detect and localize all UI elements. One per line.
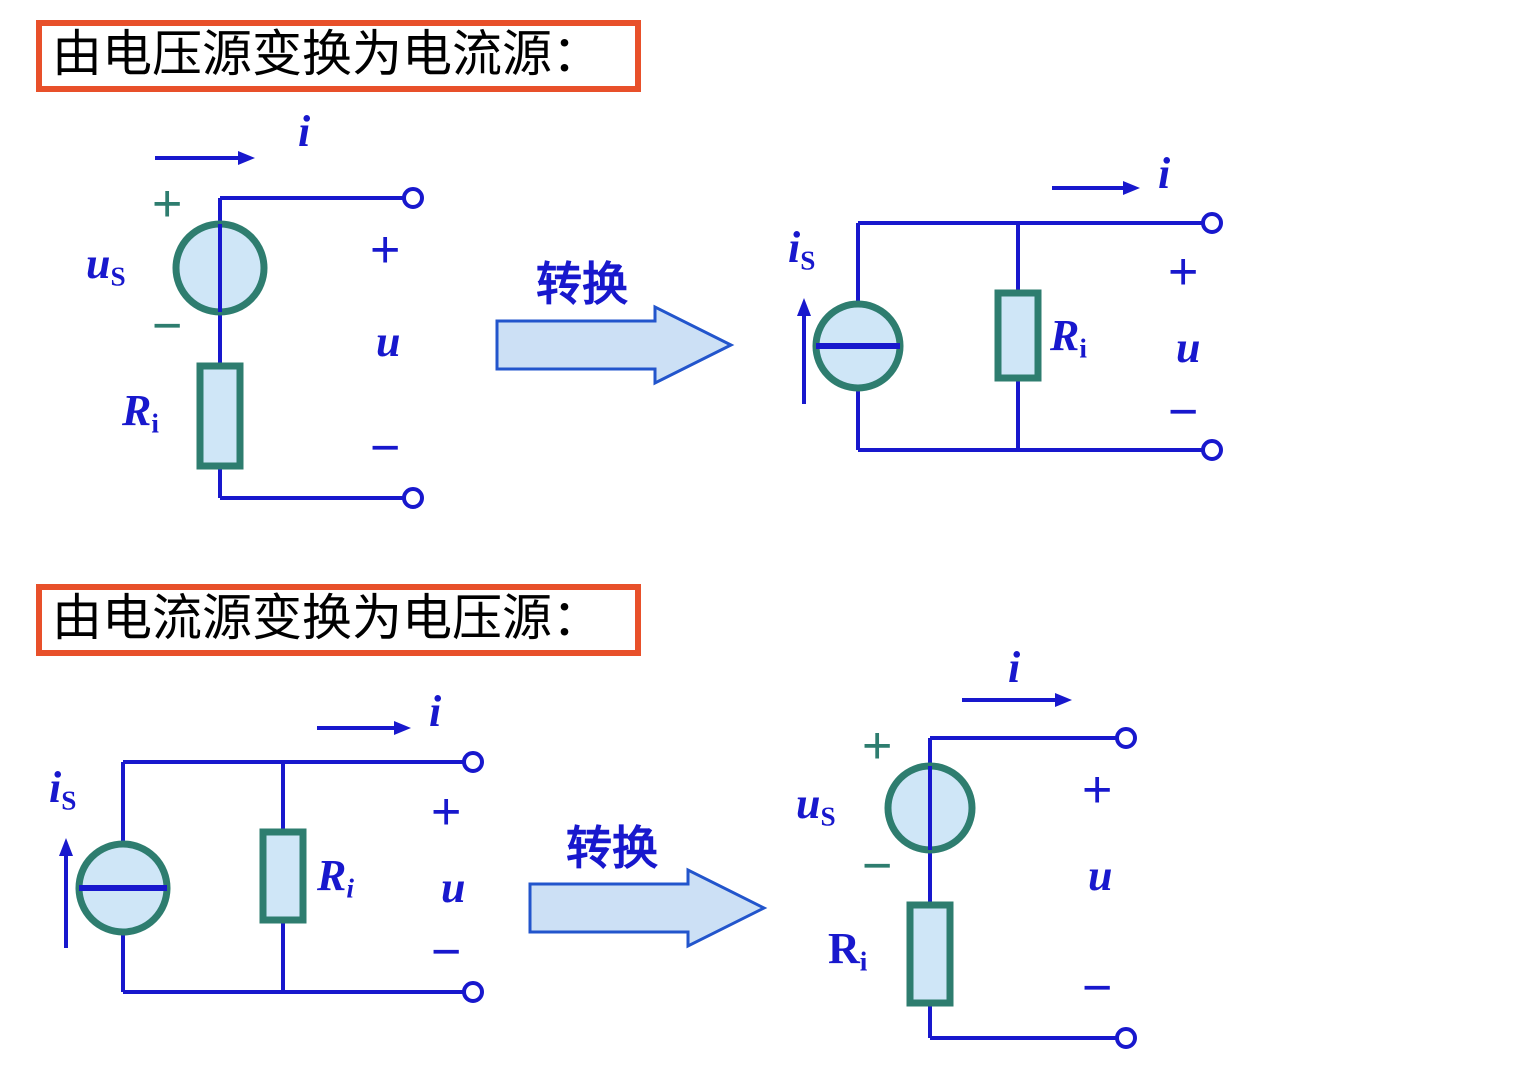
source-current-arrow-icon — [797, 298, 811, 404]
current-label-i: i — [1158, 149, 1171, 198]
terminal-node-top — [1201, 212, 1223, 234]
terminal-plus-sign: + — [1168, 243, 1199, 301]
terminal-node-top — [1115, 727, 1137, 749]
current-arrow-icon — [1052, 181, 1140, 195]
source-minus-sign: − — [862, 837, 893, 895]
circuit-voltage-source-bottom-right: i + − uS Ri + u − — [790, 640, 1190, 1060]
convert-arrow-top — [495, 304, 735, 386]
terminal-node-bottom — [462, 981, 484, 1003]
block-arrow-icon — [528, 867, 768, 949]
terminal-minus-sign: − — [1168, 383, 1199, 441]
resistor-symbol — [994, 289, 1042, 382]
section-title-box-1: 由电压源变换为电流源： — [36, 20, 641, 92]
current-label-i: i — [1008, 643, 1021, 692]
resistor-symbol — [196, 362, 244, 470]
convert-label-bottom: 转换 — [566, 823, 658, 874]
source-label-is: iS — [788, 223, 816, 276]
terminal-minus-sign: − — [1082, 959, 1113, 1017]
source-minus-sign: − — [152, 297, 183, 355]
terminal-voltage-label-u: u — [441, 863, 466, 912]
current-arrow-icon — [317, 721, 411, 735]
source-plus-sign: + — [862, 717, 893, 775]
terminal-voltage-label-u: u — [1088, 851, 1113, 900]
circuit-current-source-bottom-left: i iS Ri + u − — [35, 687, 505, 1030]
current-label-i: i — [429, 687, 442, 736]
source-label-is: iS — [49, 763, 77, 816]
source-current-arrow-icon — [59, 838, 73, 948]
terminal-node-bottom — [1201, 439, 1223, 461]
resistor-label-ri: Ri — [317, 851, 354, 904]
current-arrow-icon — [155, 151, 255, 165]
resistor-label-ri: Ri — [828, 924, 868, 977]
section-title-box-2: 由电流源变换为电压源： — [36, 584, 641, 656]
terminal-node-bottom — [402, 487, 424, 509]
section-title-1: 由电压源变换为电流源： — [52, 25, 602, 82]
terminal-plus-sign: + — [1082, 761, 1113, 819]
block-arrow-icon — [495, 304, 735, 386]
terminal-plus-sign: + — [431, 783, 462, 841]
current-arrow-icon — [962, 693, 1072, 707]
convert-arrow-bottom — [528, 867, 768, 949]
resistor-label-ri: Ri — [1050, 311, 1087, 364]
convert-label-top: 转换 — [536, 259, 628, 310]
terminal-voltage-label-u: u — [376, 317, 401, 366]
terminal-node-bottom — [1115, 1027, 1137, 1049]
terminal-minus-sign: − — [370, 419, 401, 477]
current-label-i: i — [298, 107, 311, 156]
terminal-voltage-label-u: u — [1176, 323, 1201, 372]
circuit-current-source-top-right: i iS Ri + u − — [780, 149, 1250, 490]
circuit-voltage-source-top-left: i + − uS Ri + u − — [70, 100, 470, 520]
resistor-label-ri: Ri — [122, 386, 159, 439]
terminal-node-top — [402, 187, 424, 209]
terminal-node-top — [462, 751, 484, 773]
section-title-2: 由电流源变换为电压源： — [52, 589, 602, 646]
terminal-plus-sign: + — [370, 221, 401, 279]
resistor-symbol — [906, 901, 954, 1007]
source-plus-sign: + — [152, 175, 183, 233]
resistor-symbol — [259, 828, 307, 924]
terminal-minus-sign: − — [431, 923, 462, 981]
source-label-us: uS — [86, 239, 126, 292]
source-label-us: uS — [796, 779, 836, 832]
